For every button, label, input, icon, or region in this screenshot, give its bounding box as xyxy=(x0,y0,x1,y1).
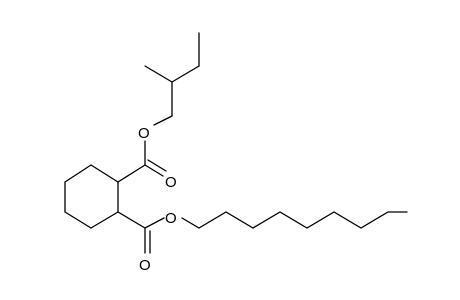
ring-bond xyxy=(64,211,92,229)
bond-ring-to-carbonyl xyxy=(117,164,146,183)
chain-bond xyxy=(144,65,173,83)
ring-bond xyxy=(64,164,92,183)
lower-ester-group xyxy=(117,211,408,254)
oxygen-label: O xyxy=(165,210,177,227)
chain-bond xyxy=(171,65,200,83)
oxygen-label: O xyxy=(138,125,150,142)
upper-ester-group xyxy=(117,32,200,183)
bond-oxygen-to-ch2 xyxy=(153,115,173,126)
double-bond-inner xyxy=(147,159,167,172)
bond-ring-to-carbonyl xyxy=(117,211,146,229)
oxygen-label: O xyxy=(139,257,151,274)
ring-bond xyxy=(90,164,119,183)
bond-carbonyl-to-oxygen xyxy=(144,217,165,229)
double-bond-outer xyxy=(144,164,164,177)
ring-bond xyxy=(90,211,119,229)
octyl-chain xyxy=(181,211,408,229)
oxygen-label: O xyxy=(165,174,177,191)
cyclohexane-ring xyxy=(64,164,119,229)
